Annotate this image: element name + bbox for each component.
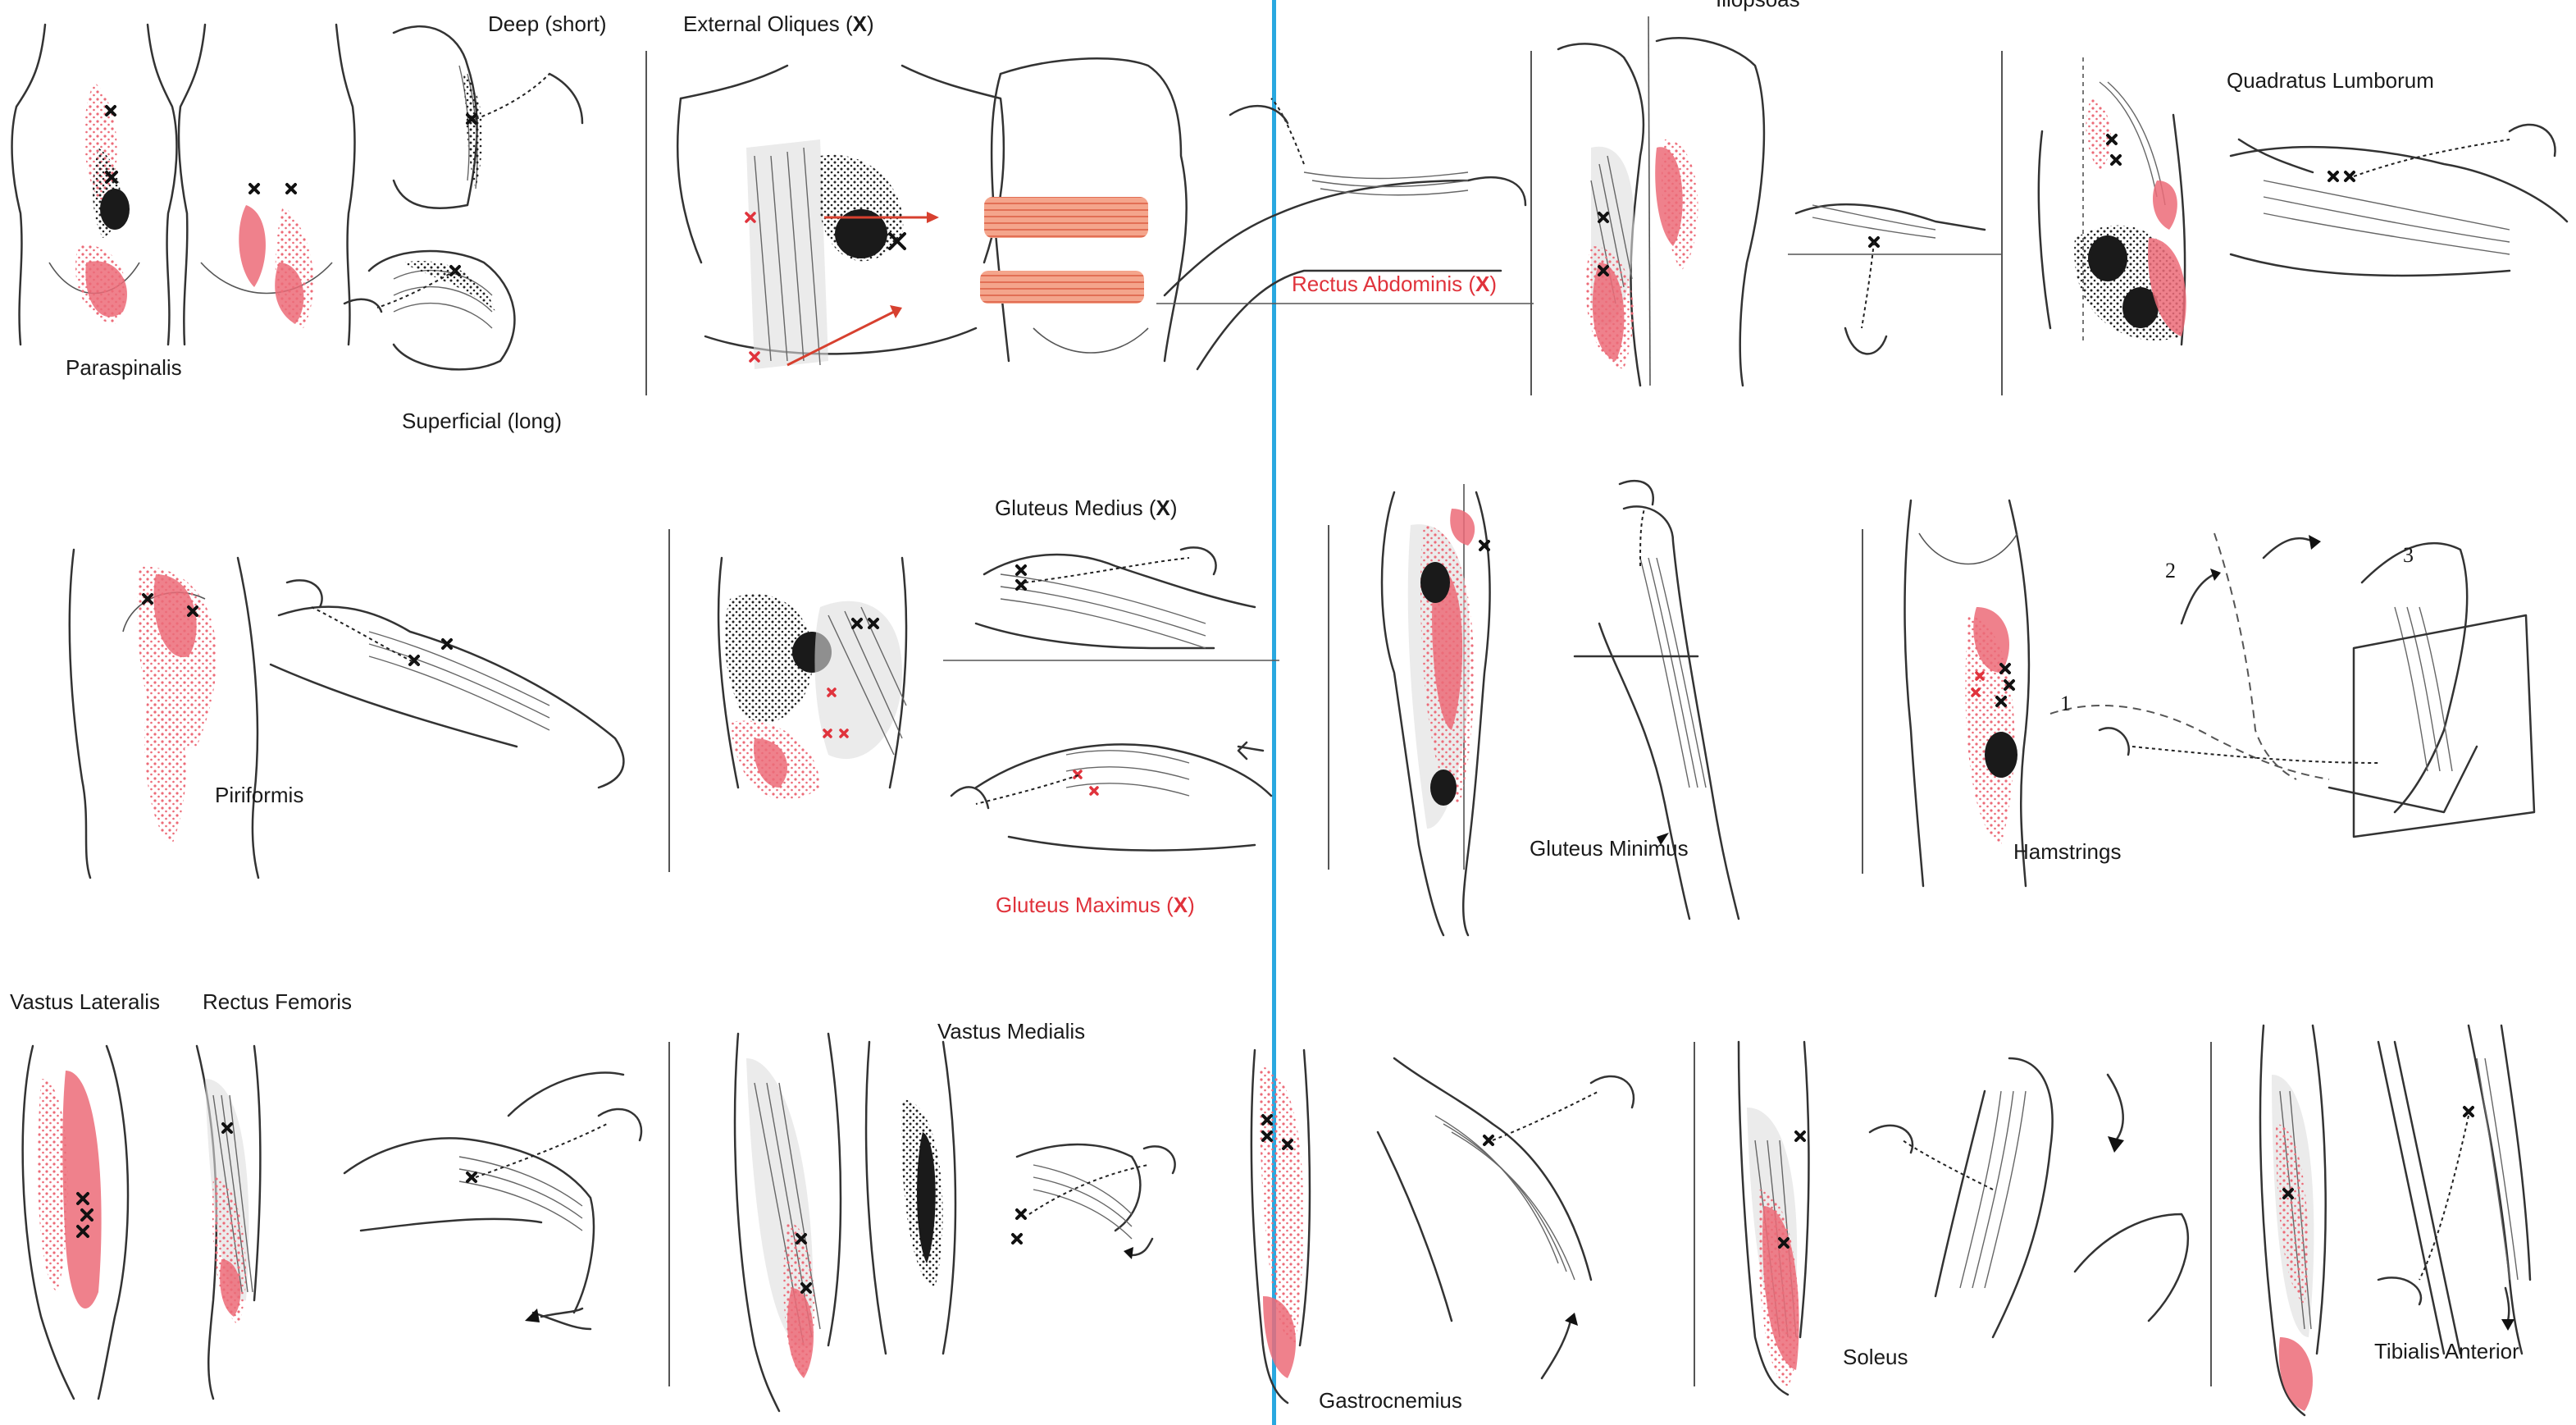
vastus-lateralis-figure <box>8 1030 254 1407</box>
hamstrings-step-2: 2 <box>2165 560 2176 582</box>
gluteus-medius-close: ) <box>1170 496 1178 520</box>
gastrocnemius-label: Gastrocnemius <box>1319 1390 1462 1411</box>
piriformis-figure <box>57 533 656 878</box>
paraspinalis-stretch-figure <box>344 16 590 410</box>
iliopsoas-label-clipped: Iliopsoas <box>1716 0 1800 10</box>
tibialis-anterior-label: Tibialis Anterior <box>2374 1341 2519 1362</box>
gluteus-maximus-close: ) <box>1188 893 1195 917</box>
paraspinalis-figure <box>0 16 361 369</box>
paraspinalis-label: Paraspinalis <box>66 357 182 378</box>
quadratus-lumborum-label: Quadratus Lumborum <box>2227 70 2434 91</box>
gluteus-maximus-marker: X <box>1174 893 1188 917</box>
deep-short-label: Deep (short) <box>488 13 607 34</box>
rectus-femoris-label: Rectus Femoris <box>203 991 352 1012</box>
gluteus-maximus-text: Gluteus Maximus ( <box>996 893 1174 917</box>
soleus-label: Soleus <box>1843 1346 1908 1368</box>
gluteus-minimus-label: Gluteus Minimus <box>1530 838 1689 859</box>
panel-divider <box>2001 51 2003 395</box>
panel-divider <box>645 51 647 395</box>
gluteus-medius-marker: X <box>1156 496 1170 520</box>
hamstrings-step-1: 1 <box>2060 693 2071 715</box>
external-obliques-label: External Oliques (X) <box>683 13 874 34</box>
gluteus-maximus-figure <box>705 541 919 820</box>
panel-divider <box>668 529 670 872</box>
panel-divider <box>1862 529 1863 874</box>
panel-divider <box>2210 1042 2212 1386</box>
external-obliques-marker: X <box>853 11 867 36</box>
hamstrings-label: Hamstrings <box>2013 841 2121 862</box>
hamstrings-figure <box>1886 484 2575 894</box>
gastrocnemius-figure <box>1230 1034 1689 1403</box>
vastus-medialis-figure <box>705 1017 1197 1411</box>
gluteus-minimus-figure <box>1345 459 1821 943</box>
soleus-figure <box>1722 1025 2206 1403</box>
vastus-lateralis-label: Vastus Lateralis <box>10 991 160 1012</box>
rectus-abdominis-label: Rectus Abdominis (X) <box>1292 273 1497 295</box>
quadriceps-stretch-figure <box>328 1066 664 1337</box>
gluteus-medius-text: Gluteus Medius ( <box>995 496 1156 520</box>
rectus-abdominis-text: Rectus Abdominis ( <box>1292 272 1475 296</box>
superficial-long-label: Superficial (long) <box>402 410 562 432</box>
iliopsoas-figure <box>1542 16 2001 394</box>
panel-divider <box>668 1042 670 1386</box>
panel-divider <box>1694 1042 1695 1386</box>
rectus-abdominis-close: ) <box>1489 272 1497 296</box>
external-obliques-text: External Oliques ( <box>683 11 853 36</box>
rectus-abdominis-figure <box>1156 90 1534 386</box>
piriformis-label: Piriformis <box>215 784 303 806</box>
rectus-abdominis-marker: X <box>1475 272 1489 296</box>
gluteus-medius-label: Gluteus Medius (X) <box>995 497 1178 518</box>
gluteus-medius-stretch-figure <box>943 525 1279 870</box>
hamstrings-step-3: 3 <box>2403 545 2414 566</box>
vastus-medialis-label: Vastus Medialis <box>937 1021 1085 1042</box>
external-obliques-close: ) <box>867 11 874 36</box>
panel-divider <box>1328 525 1329 870</box>
gluteus-maximus-label: Gluteus Maximus (X) <box>996 894 1195 916</box>
